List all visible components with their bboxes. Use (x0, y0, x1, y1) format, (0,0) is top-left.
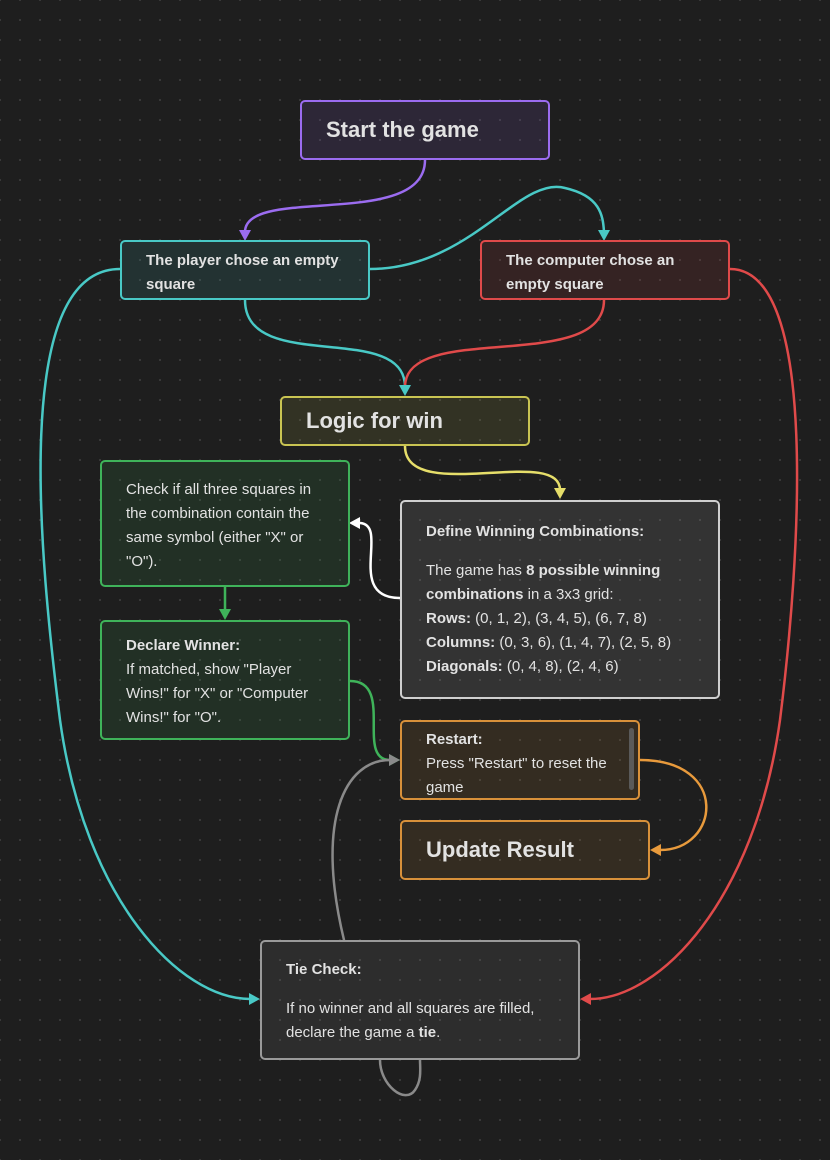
arrowhead-computer-to-tie (580, 993, 591, 1005)
node-define-rows-value: (0, 1, 2), (3, 4, 5), (6, 7, 8) (471, 610, 647, 627)
edge-tie-to-restart (331, 758, 392, 942)
node-define-diagonals-value: (0, 4, 8), (2, 4, 6) (502, 658, 619, 675)
node-define-diagonals-label: Diagonals: (426, 658, 503, 675)
arrowhead-tie-to-restart (389, 754, 400, 766)
node-player[interactable]: The player chose an empty square (120, 240, 370, 300)
node-computer[interactable]: The computer chose an empty square (480, 240, 730, 300)
node-define-rows-label: Rows: (426, 610, 471, 627)
node-check-text: Check if all three squares in the combin… (126, 481, 312, 570)
arrowhead-logic-to-define (554, 488, 566, 499)
edge-logic-to-define (403, 444, 562, 492)
node-define-columns-value: (0, 3, 6), (1, 4, 7), (2, 5, 8) (495, 634, 672, 651)
arrowhead-start-to-player (239, 230, 251, 241)
node-tie[interactable]: Tie Check: If no winner and all squares … (260, 940, 580, 1060)
node-define-intro-pre: The game has (426, 562, 527, 579)
node-declare[interactable]: Declare Winner: If matched, show "Player… (100, 620, 350, 740)
node-logic-label: Logic for win (306, 408, 443, 433)
node-declare-text: If matched, show "Player Wins!" for "X" … (126, 661, 309, 726)
edge-start-to-player (243, 158, 427, 234)
node-computer-label: The computer chose an empty square (506, 252, 675, 293)
node-tie-text-pre: If no winner and all squares are filled,… (286, 1000, 535, 1041)
node-logic[interactable]: Logic for win (280, 396, 530, 446)
edge-restart-to-update (638, 758, 708, 852)
arrowhead-define-to-check (349, 517, 360, 529)
node-player-label: The player chose an empty square (146, 252, 339, 293)
node-tie-title: Tie Check: (286, 961, 362, 978)
node-declare-title: Declare Winner: (126, 637, 241, 654)
edge-computer-to-tie (588, 267, 799, 1001)
arrowhead-check-to-declare (219, 609, 231, 620)
edge-tie-loop (378, 1058, 422, 1097)
node-define-columns-label: Columns: (426, 634, 496, 651)
node-define-intro-bold: 8 possible winning combinations (426, 562, 661, 603)
arrowhead-player-to-computer (598, 230, 610, 241)
arrowhead-restart-to-update (650, 844, 661, 856)
node-define-title: Define Winning Combinations: (426, 523, 645, 540)
edge-player-to-logic (243, 298, 407, 389)
node-restart-text: Press "Restart" to reset the game (426, 755, 607, 796)
node-update-label: Update Result (426, 837, 574, 862)
node-restart-title: Restart: (426, 731, 483, 748)
arrowhead-to-logic (399, 385, 411, 396)
edge-player-to-computer (368, 185, 606, 271)
node-tie-text-bold: tie (418, 1024, 437, 1041)
node-define[interactable]: Define Winning Combinations: The game ha… (400, 500, 720, 699)
edge-player-to-tie (39, 267, 252, 1001)
edge-declare-to-restart (348, 679, 392, 762)
node-restart-scrollbar[interactable] (629, 728, 634, 790)
edge-computer-to-logic (403, 298, 606, 389)
arrowhead-player-to-tie (249, 993, 260, 1005)
node-restart[interactable]: Restart: Press "Restart" to reset the ga… (400, 720, 640, 800)
node-start[interactable]: Start the game (300, 100, 550, 160)
node-define-intro-post: in a 3x3 grid: (523, 586, 614, 603)
node-tie-text-post: . (436, 1024, 441, 1041)
node-update[interactable]: Update Result (400, 820, 650, 880)
node-check[interactable]: Check if all three squares in the combin… (100, 460, 350, 587)
node-start-label: Start the game (326, 117, 479, 142)
edge-define-to-check (358, 521, 402, 600)
